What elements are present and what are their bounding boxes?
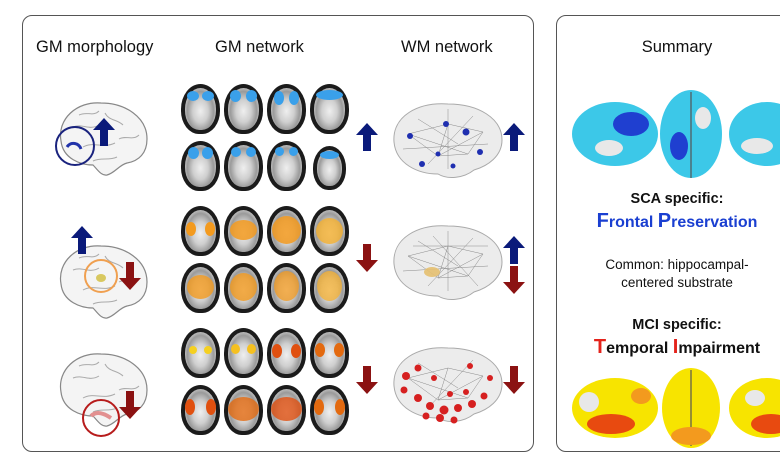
temporal-initial: T [593,336,607,358]
up-arrow-icon [93,118,115,146]
common-line-1: Common: hippocampal- [605,257,749,272]
summary-brain-sca [572,90,780,178]
down-arrow-icon [356,366,378,394]
gm-morphology-title: GM morphology [36,38,154,56]
temporal-impairment-label: Temporal Impairment [557,336,780,359]
up-arrow-icon [503,123,525,151]
axial-slice [313,146,346,190]
frontal-word: rontal [608,214,658,231]
axial-slice [181,206,220,256]
results-panel: GM morphology GM network WM network [22,15,534,452]
mci-specific-label: MCI specific: [632,317,722,333]
frontal-initial: F [596,210,609,232]
axial-slice [181,385,220,435]
axial-slice [181,84,220,134]
axial-slice [267,328,306,378]
axial-slice [310,385,349,435]
temporal-word: emporal [606,340,673,357]
down-arrow-icon [356,244,378,272]
gm-network-slices-row1 [181,84,356,196]
axial-slice [310,84,349,134]
down-arrow-icon [503,366,525,394]
axial-slice [224,263,263,313]
wm-network-row3 [393,347,503,424]
up-arrow-icon [71,226,93,254]
wm-network-row1 [393,103,503,178]
down-arrow-icon [503,266,525,294]
axial-slice [267,84,306,134]
up-arrow-icon [503,236,525,264]
gm-morphology-brain-row2 [59,245,148,319]
gm-network-slices-row3 [181,328,356,440]
impairment-initial: I [672,336,679,358]
frontal-preservation-label: Frontal Preservation [557,210,780,233]
summary-title: Summary [641,38,713,56]
impairment-word: mpairment [678,340,761,357]
down-arrow-icon [119,391,141,419]
axial-slice [181,263,220,313]
axial-slice [224,141,263,191]
up-arrow-icon [356,123,378,151]
wm-network-row2 [393,225,503,300]
axial-slice [310,206,349,256]
common-line-2: centered substrate [621,275,733,290]
sca-specific-label: SCA specific: [630,191,724,207]
axial-slice [181,141,220,191]
axial-slice [224,328,263,378]
preservation-initial: P [657,210,672,232]
common-substrate-text: Common: hippocampal- centered substrate [557,256,780,292]
axial-slice [267,141,306,191]
axial-slice [267,263,306,313]
summary-brain-mci [572,368,780,448]
gm-network-slices-row2 [181,206,356,318]
axial-slice [267,206,306,256]
axial-slice [267,385,306,435]
gm-network-title: GM network [215,38,304,56]
down-arrow-icon [119,262,141,290]
preservation-word: reservation [671,214,758,231]
summary-panel: Summary SCA specific: Frontal Preservati… [556,15,780,452]
axial-slice [224,206,263,256]
axial-slice [224,84,263,134]
axial-slice [224,385,263,435]
axial-slice [310,328,349,378]
axial-slice [310,263,349,313]
wm-network-title: WM network [401,38,493,56]
axial-slice [181,328,220,378]
